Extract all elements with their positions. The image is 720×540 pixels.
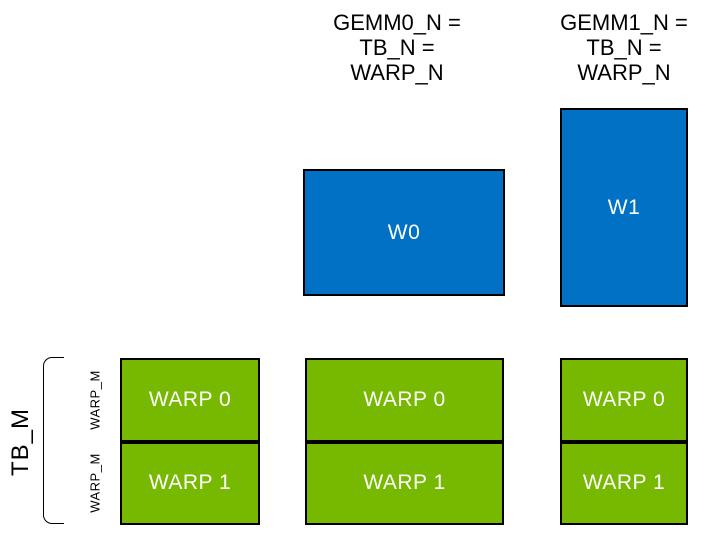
gemm0-warp-column: WARP 0 WARP 1: [305, 358, 504, 525]
gemm1-warp1-box: WARP 1: [560, 441, 688, 525]
threadblock-warp-column: WARP 0 WARP 1: [120, 358, 260, 525]
w0-tile-label: W0: [387, 220, 421, 244]
gemm0-header-line-1: GEMM0_N =: [333, 10, 461, 35]
w0-accumulator-tile: W0: [303, 169, 505, 296]
tb-warp0-box: WARP 0: [120, 358, 260, 442]
w1-accumulator-tile: W1: [560, 108, 688, 307]
gemm1-warp0-box: WARP 0: [560, 358, 688, 442]
gemm1-warp-column: WARP 0 WARP 1: [560, 358, 688, 525]
gemm0-warp1-label: WARP 1: [363, 471, 446, 495]
gemm1-header-line-3: WARP_N: [577, 60, 671, 85]
gemm1-warp1-label: WARP 1: [582, 471, 666, 495]
warp-m-label-upper: WARP_M: [87, 370, 103, 430]
gemm0-warp0-box: WARP 0: [305, 358, 504, 442]
gemm0-header-line-2: TB_N =: [359, 35, 435, 60]
warp-m-label-lower: WARP_M: [87, 453, 103, 513]
gemm1-warp0-label: WARP 0: [582, 387, 666, 411]
gemm0-warp1-box: WARP 1: [305, 441, 504, 525]
gemm0-warp0-label: WARP 0: [363, 387, 446, 411]
w1-tile-label: W1: [607, 195, 641, 219]
gemm1-header-line-1: GEMM1_N =: [560, 10, 688, 35]
gemm1-column-header: GEMM1_N = TB_N = WARP_N: [474, 10, 720, 85]
tb-m-label: TB_M: [7, 407, 34, 477]
tb-m-bracket: [43, 357, 64, 524]
tb-warp1-label: WARP 1: [148, 471, 232, 495]
gemm0-column-header: GEMM0_N = TB_N = WARP_N: [247, 10, 547, 85]
gemm1-header-line-2: TB_N =: [586, 35, 662, 60]
tb-warp0-label: WARP 0: [148, 387, 232, 411]
tb-warp1-box: WARP 1: [120, 441, 260, 525]
gemm0-header-line-3: WARP_N: [350, 60, 444, 85]
